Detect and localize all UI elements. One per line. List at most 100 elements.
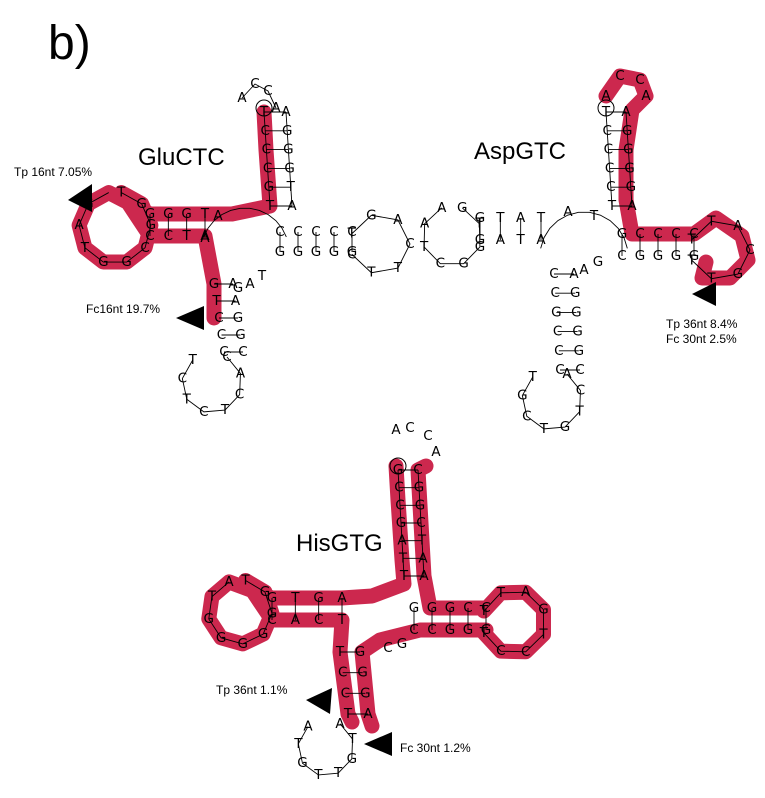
nucleotide-his-dstem-3: C	[267, 612, 276, 628]
nucleotide-asp-acloop: C	[522, 408, 531, 424]
nucleotide-his-acstem-5: C	[341, 685, 350, 701]
nucleotide-his-tail: A	[431, 444, 441, 460]
nucleotide-asp-acstem-5: C	[555, 362, 564, 378]
nucleotide-asp-dstem-3: A	[496, 232, 506, 248]
nucleotide-his-acstem-3: A	[363, 706, 373, 722]
pair-layer	[149, 111, 695, 715]
arrow-layer	[68, 184, 716, 756]
nucleotide-asp-dstem-5: G	[475, 210, 485, 226]
nucleotide-asp-tloop: T	[687, 252, 697, 268]
nucleotide-asp-acceptor-5: C	[604, 142, 613, 158]
nucleotide-glu-acceptor-3: G	[282, 123, 292, 139]
nucleotide-his-acceptor-3: G	[415, 497, 425, 513]
nucleotide-glu-tstem-5: C	[329, 224, 338, 240]
nucleotide-asp-acstem-3: G	[574, 343, 584, 359]
nucleotide-his-acloop: T	[293, 736, 303, 752]
nucleotide-his-acloop: A	[335, 716, 345, 732]
nucleotide-his-acloop: T	[333, 765, 343, 781]
nucleotide-glu-dloop: C	[140, 240, 149, 256]
nucleotide-glu-tloop: T	[366, 265, 376, 281]
nucleotide-glu-dstem-3: C	[164, 228, 173, 244]
nucleotide-his-tloop: C	[496, 643, 505, 659]
nucleotide-asp-tloop: G	[733, 266, 743, 282]
annotation-his-fc: Fc 30nt 1.2%	[400, 741, 471, 755]
nucleotide-his-acceptor-5: C	[395, 497, 404, 513]
nucleotide-asp-acceptor-3: G	[623, 142, 633, 158]
nucleotide-asp-dloop: A	[437, 200, 447, 216]
nucleotide-his-tstem-5: C	[481, 600, 490, 616]
nucleotide-his-acceptor-5: C	[394, 480, 403, 496]
nucleotide-asp-acstem-3: G	[571, 304, 581, 320]
nucleotide-layer: ACCATCCCGTAGGGTATGGGATCCTGGCGGTAGCCCCCGG…	[74, 68, 754, 783]
nucleotide-his-acstem-3: G	[355, 644, 365, 660]
nucleotide-asp-tloop: C	[745, 242, 754, 258]
nucleotide-glu-tstem-5: C	[293, 224, 302, 240]
backbone-asp-acceptor-5	[605, 111, 613, 207]
nucleotide-glu-acloop: T	[188, 352, 198, 368]
nucleotide-asp-tail: C	[615, 68, 624, 84]
nucleotide-his-tail: C	[423, 428, 432, 444]
nucleotide-asp-dstem-3: A	[536, 232, 546, 248]
nucleotide-asp-acceptor-5: C	[605, 160, 614, 176]
nucleotide-glu-acceptor-5: T	[265, 198, 275, 214]
nucleotide-his-dstem-5: G	[267, 590, 277, 606]
cca-start-marker-glu	[255, 99, 273, 117]
nucleotide-glu-acstem-3: G	[233, 310, 243, 326]
backbone-asp-tloop	[691, 220, 751, 280]
nucleotide-his-acceptor-3: A	[419, 568, 429, 584]
nucleotide-his-dloop: T	[207, 589, 217, 605]
nucleotide-asp-junction: A	[579, 262, 589, 278]
annotation-glu-fc: Fc16nt 19.7%	[86, 302, 161, 316]
nucleotide-glu-tstem-3: G	[293, 244, 303, 260]
nucleotide-glu-acloop: C	[235, 387, 244, 403]
nucleotide-his-dstem-3: T	[337, 612, 347, 628]
nucleotide-asp-dstem-3: G	[475, 232, 485, 248]
nucleotide-glu-acceptor-3: G	[284, 160, 294, 176]
triangle-arrow-icon	[364, 732, 392, 756]
nucleotide-glu-acceptor-5: C	[263, 160, 272, 176]
nucleotide-asp-acceptor-5: C	[602, 123, 611, 139]
cca-start-marker-his	[389, 457, 407, 475]
nucleotide-asp-acloop: C	[576, 382, 585, 398]
nucleotide-asp-tstem-3: G	[689, 248, 699, 264]
nucleotide-his-tstem-3: C	[409, 622, 418, 638]
nucleotide-his-dstem-5: A	[337, 590, 347, 606]
nucleotide-asp-junction: T	[589, 208, 599, 224]
nucleotide-asp-acstem-3: G	[570, 285, 580, 301]
nucleotide-glu-tstem-5: C	[311, 224, 320, 240]
nucleotide-his-tloop: T	[479, 625, 489, 641]
nucleotide-asp-tstem-5: C	[671, 226, 680, 242]
nucleotide-his-tloop: G	[538, 602, 548, 618]
nucleotide-glu-dstem-5: G	[181, 206, 191, 222]
nucleotide-his-acceptor-5: T	[398, 550, 408, 566]
nucleotide-asp-dloop: C	[436, 256, 445, 272]
nucleotide-glu-tstem-3: G	[275, 244, 285, 260]
nucleotide-his-dstem-3: C	[314, 612, 323, 628]
nucleotide-glu-acloop: C	[222, 349, 231, 365]
nucleotide-asp-tloop: T	[706, 213, 716, 229]
nucleotide-his-acloop: G	[347, 751, 357, 767]
nucleotide-glu-tstem-3: G	[311, 244, 321, 260]
cca-start-marker-asp	[597, 99, 615, 117]
nucleotide-asp-tstem-5: G	[617, 226, 627, 242]
nucleotide-his-junction: G	[397, 636, 407, 652]
backbone-asp-acceptor-3	[625, 111, 633, 207]
nucleotide-glu-junction: A	[213, 208, 223, 224]
nucleotide-his-dloop: G	[216, 630, 226, 646]
nucleotide-glu-dloop: A	[74, 217, 84, 233]
nucleotide-his-dloop: G	[258, 626, 268, 642]
nucleotide-his-acceptor-3: G	[414, 480, 424, 496]
nucleotide-asp-tstem-5: C	[653, 226, 662, 242]
nucleotide-glu-acceptor-3: G	[283, 142, 293, 158]
nucleotide-asp-tstem-3: G	[671, 248, 681, 264]
nucleotide-asp-dloop: A	[420, 216, 430, 232]
nucleotide-glu-acstem-5: T	[211, 293, 221, 309]
nucleotide-glu-dloop: G	[146, 217, 156, 233]
nucleotide-his-acloop: A	[303, 719, 313, 735]
nucleotide-glu-dstem-3: T	[182, 228, 192, 244]
nucleotide-asp-dloop: G	[457, 200, 467, 216]
nucleotide-glu-acceptor-5: C	[260, 123, 269, 139]
nucleotide-his-tloop: A	[521, 584, 531, 600]
highlight-his-5-fragment	[201, 458, 412, 730]
nucleotide-glu-dloop: G	[136, 196, 146, 212]
